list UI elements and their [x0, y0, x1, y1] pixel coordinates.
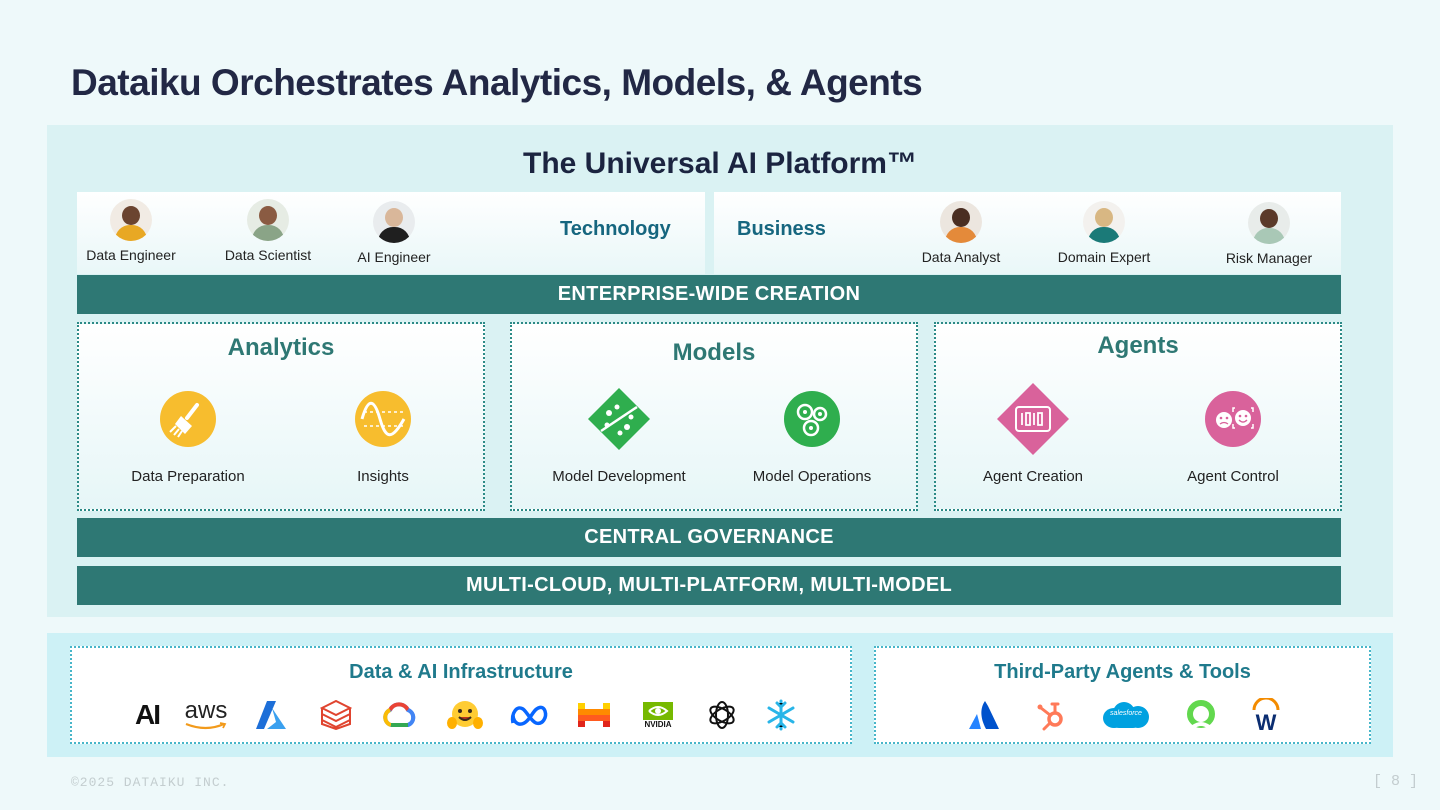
persona-label: Data Engineer — [86, 247, 176, 263]
agents-panel: Agents Agent Creation Agent Control — [934, 322, 1342, 511]
servicenow-logo-icon — [1181, 698, 1221, 732]
faces-icon — [1204, 390, 1262, 448]
persona-label: AI Engineer — [357, 249, 431, 265]
aws-logo-text: aws — [184, 697, 228, 724]
svg-text:W: W — [1256, 710, 1277, 732]
avatar-data-scientist-icon — [247, 199, 289, 241]
technology-personas: Data Engineer Data Scientist AI Engineer… — [77, 192, 705, 274]
persona-risk-manager: Risk Manager — [1209, 202, 1329, 266]
capability-label: Agent Control — [1187, 468, 1279, 485]
capability-model-development: Model Development — [524, 388, 714, 485]
azure-logo-icon — [251, 698, 291, 732]
business-personas: Business Data Analyst Domain Expert Risk… — [714, 192, 1341, 274]
meta-logo-icon — [509, 698, 549, 732]
capability-label: Data Preparation — [131, 468, 245, 485]
scatter-diamond-icon — [588, 388, 650, 450]
avatar-domain-expert-icon — [1083, 201, 1125, 243]
capability-insights: Insights — [288, 390, 478, 485]
agents-title: Agents — [1097, 332, 1179, 359]
persona-ai-engineer: AI Engineer — [334, 201, 454, 265]
platform-title: The Universal AI Platform™ — [523, 147, 917, 180]
avatar-data-analyst-icon — [940, 201, 982, 243]
avatar-ai-engineer-icon — [373, 201, 415, 243]
analytics-panel: Analytics Data Preparation Insights — [77, 322, 485, 511]
clusters-icon — [783, 390, 841, 448]
workday-logo-icon: W — [1246, 698, 1286, 732]
snowflake-logo-icon — [761, 698, 801, 732]
capability-agent-control: Agent Control — [1138, 390, 1328, 485]
avatar-risk-manager-icon — [1248, 202, 1290, 244]
salesforce-logo-icon: salesforce — [1101, 698, 1151, 732]
technology-label: Technology — [560, 218, 671, 240]
binary-diamond-icon — [997, 383, 1069, 455]
capability-model-operations: Model Operations — [717, 390, 907, 485]
persona-label: Risk Manager — [1225, 250, 1313, 266]
universal-ai-platform: The Universal AI Platform™ Data Engineer… — [47, 125, 1393, 617]
multi-cloud-bar: MULTI-CLOUD, MULTI-PLATFORM, MULTI-MODEL — [77, 566, 1341, 605]
anthropic-logo-text: AI — [135, 699, 161, 730]
persona-label: Data Analyst — [921, 249, 1001, 265]
capability-data-preparation: Data Preparation — [93, 390, 283, 485]
waveform-icon — [354, 390, 412, 448]
capability-label: Agent Creation — [982, 468, 1084, 485]
persona-domain-expert: Domain Expert — [1044, 201, 1164, 265]
broom-icon — [159, 390, 217, 448]
databricks-logo-icon — [316, 698, 356, 732]
avatar-data-engineer-icon — [110, 199, 152, 241]
nvidia-logo-text: NVIDIA — [644, 719, 672, 729]
third-party-agents-box: Third-Party Agents & Tools salesforce W — [874, 646, 1371, 744]
central-governance-bar: CENTRAL GOVERNANCE — [77, 518, 1341, 557]
models-panel: Models Model Development Model Operation… — [510, 322, 918, 511]
google-cloud-logo-icon — [379, 698, 419, 732]
analytics-title: Analytics — [227, 334, 335, 361]
infrastructure-section: Data & AI Infrastructure AI aws NVIDIA — [47, 633, 1393, 757]
footer-copyright: ©2025 DATAIKU INC. — [71, 775, 230, 790]
business-label: Business — [737, 218, 826, 240]
capability-label: Insights — [357, 468, 409, 485]
aws-logo-icon: aws — [184, 697, 228, 732]
capability-label: Model Development — [552, 468, 686, 485]
nvidia-logo-icon: NVIDIA — [638, 698, 678, 732]
capability-label: Model Operations — [752, 468, 872, 485]
page-number: [ 8 ] — [1372, 773, 1418, 790]
third-party-agents-title: Third-Party Agents & Tools — [994, 661, 1251, 683]
openai-logo-icon — [702, 698, 742, 732]
slide-title: Dataiku Orchestrates Analytics, Models, … — [71, 62, 923, 103]
anthropic-logo-icon: AI — [127, 698, 167, 732]
models-title: Models — [672, 339, 756, 366]
persona-label: Domain Expert — [1057, 249, 1151, 265]
salesforce-logo-text: salesforce — [1110, 710, 1142, 717]
data-ai-infrastructure-box: Data & AI Infrastructure AI aws NVIDIA — [70, 646, 852, 744]
hubspot-logo-icon — [1031, 698, 1071, 732]
persona-data-scientist: Data Scientist — [208, 199, 328, 263]
atlassian-logo-icon — [964, 698, 1004, 732]
enterprise-wide-creation-bar: ENTERPRISE-WIDE CREATION — [77, 275, 1341, 314]
mistral-logo-icon — [574, 698, 614, 732]
persona-data-analyst: Data Analyst — [901, 201, 1021, 265]
persona-label: Data Scientist — [224, 247, 312, 263]
persona-data-engineer: Data Engineer — [71, 199, 191, 263]
hugging-face-logo-icon — [445, 698, 485, 732]
capability-agent-creation: Agent Creation — [938, 383, 1128, 485]
data-ai-infrastructure-title: Data & AI Infrastructure — [349, 661, 573, 683]
